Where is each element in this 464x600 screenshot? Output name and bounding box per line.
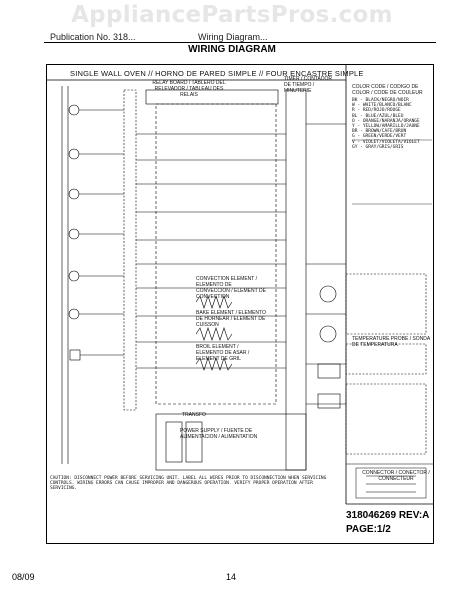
diagram-banner: SINGLE WALL OVEN // HORNO DE PARED SIMPL…	[70, 69, 364, 78]
right-components	[317, 273, 427, 455]
wire-runs	[106, 109, 346, 405]
relay-board-label: RELAY BOARD / TABLERO DEL RELEVADOR / TA…	[152, 80, 226, 98]
timer-label: TIMER / CONTADOR DE TIEMPO / MINUTERIE	[284, 76, 332, 94]
color-legend-item: BK - BLACK/NEGRO/NOIR	[352, 98, 409, 103]
connector-legend-label: CONNECTOR / CONECTOR / CONNECTEUR	[362, 470, 430, 482]
page-title: WIRING DIAGRAM	[188, 44, 276, 55]
footer-date: 08/09	[12, 572, 35, 582]
color-legend-item: G - GREEN/VERDE/VERT	[352, 134, 407, 140]
header-section: Wiring Diagram...	[198, 32, 268, 42]
color-legend-item: BR - BROWN/CAFE/BRUN	[352, 129, 407, 135]
color-legend-title: COLOR CODE / CODIGO DE COLOR / CODE DE C…	[352, 84, 423, 96]
watermark: AppliancePartsPros.com	[71, 2, 393, 28]
transformer-label: TRANSFO	[182, 412, 206, 418]
wiring-diagram	[46, 64, 434, 505]
footer-page-number: 14	[226, 572, 237, 582]
power-supply-label: POWER SUPPLY / FUENTE DE ALIMENTACION / …	[180, 428, 258, 440]
convection-label: CONVECTION ELEMENT / ELEMENTO DE CONVECC…	[196, 276, 266, 300]
color-legend-item: W - WHITE/BLANCO/BLANC	[352, 103, 412, 109]
color-legend-item: O - ORANGE/NARANJA/ORANGE	[352, 118, 420, 124]
pin-table	[352, 139, 432, 205]
left-components	[68, 104, 106, 361]
bake-label: BAKE ELEMENT / ELEMENTO DE HORNEAR / ELE…	[196, 310, 266, 328]
part-number: 318046269 REV:A	[346, 510, 430, 521]
header-publication: Publication No. 318...	[50, 32, 136, 42]
page-indicator: PAGE:1/2	[346, 524, 391, 535]
heating-elements	[195, 295, 233, 371]
broil-label: BROIL ELEMENT / ELEMENTO DE ASAR / ELEME…	[196, 344, 250, 362]
power-supply-box	[155, 413, 307, 471]
color-legend-item: BL - BLUE/AZUL/BLEU	[352, 113, 404, 119]
color-legend-item: GY - GRAY/GRIS/GRIS	[352, 144, 404, 150]
temp-probe-label: TEMPERATURE PROBE / SONDA DE TEMPERATURA	[352, 336, 430, 348]
header-rule	[44, 42, 436, 43]
color-legend-item: Y - YELLOW/AMARILLO/JAUNE	[352, 124, 420, 130]
connector-legend	[355, 467, 427, 499]
wiring-diagram-sheet	[46, 64, 434, 544]
caution-text: CAUTION: DISCONNECT POWER BEFORE SERVICI…	[50, 476, 327, 492]
color-legend-item: R - RED/ROJO/ROUGE	[352, 108, 401, 114]
color-legend-item: V - VIOLET/VIOLETA/VIOLET	[352, 139, 420, 145]
